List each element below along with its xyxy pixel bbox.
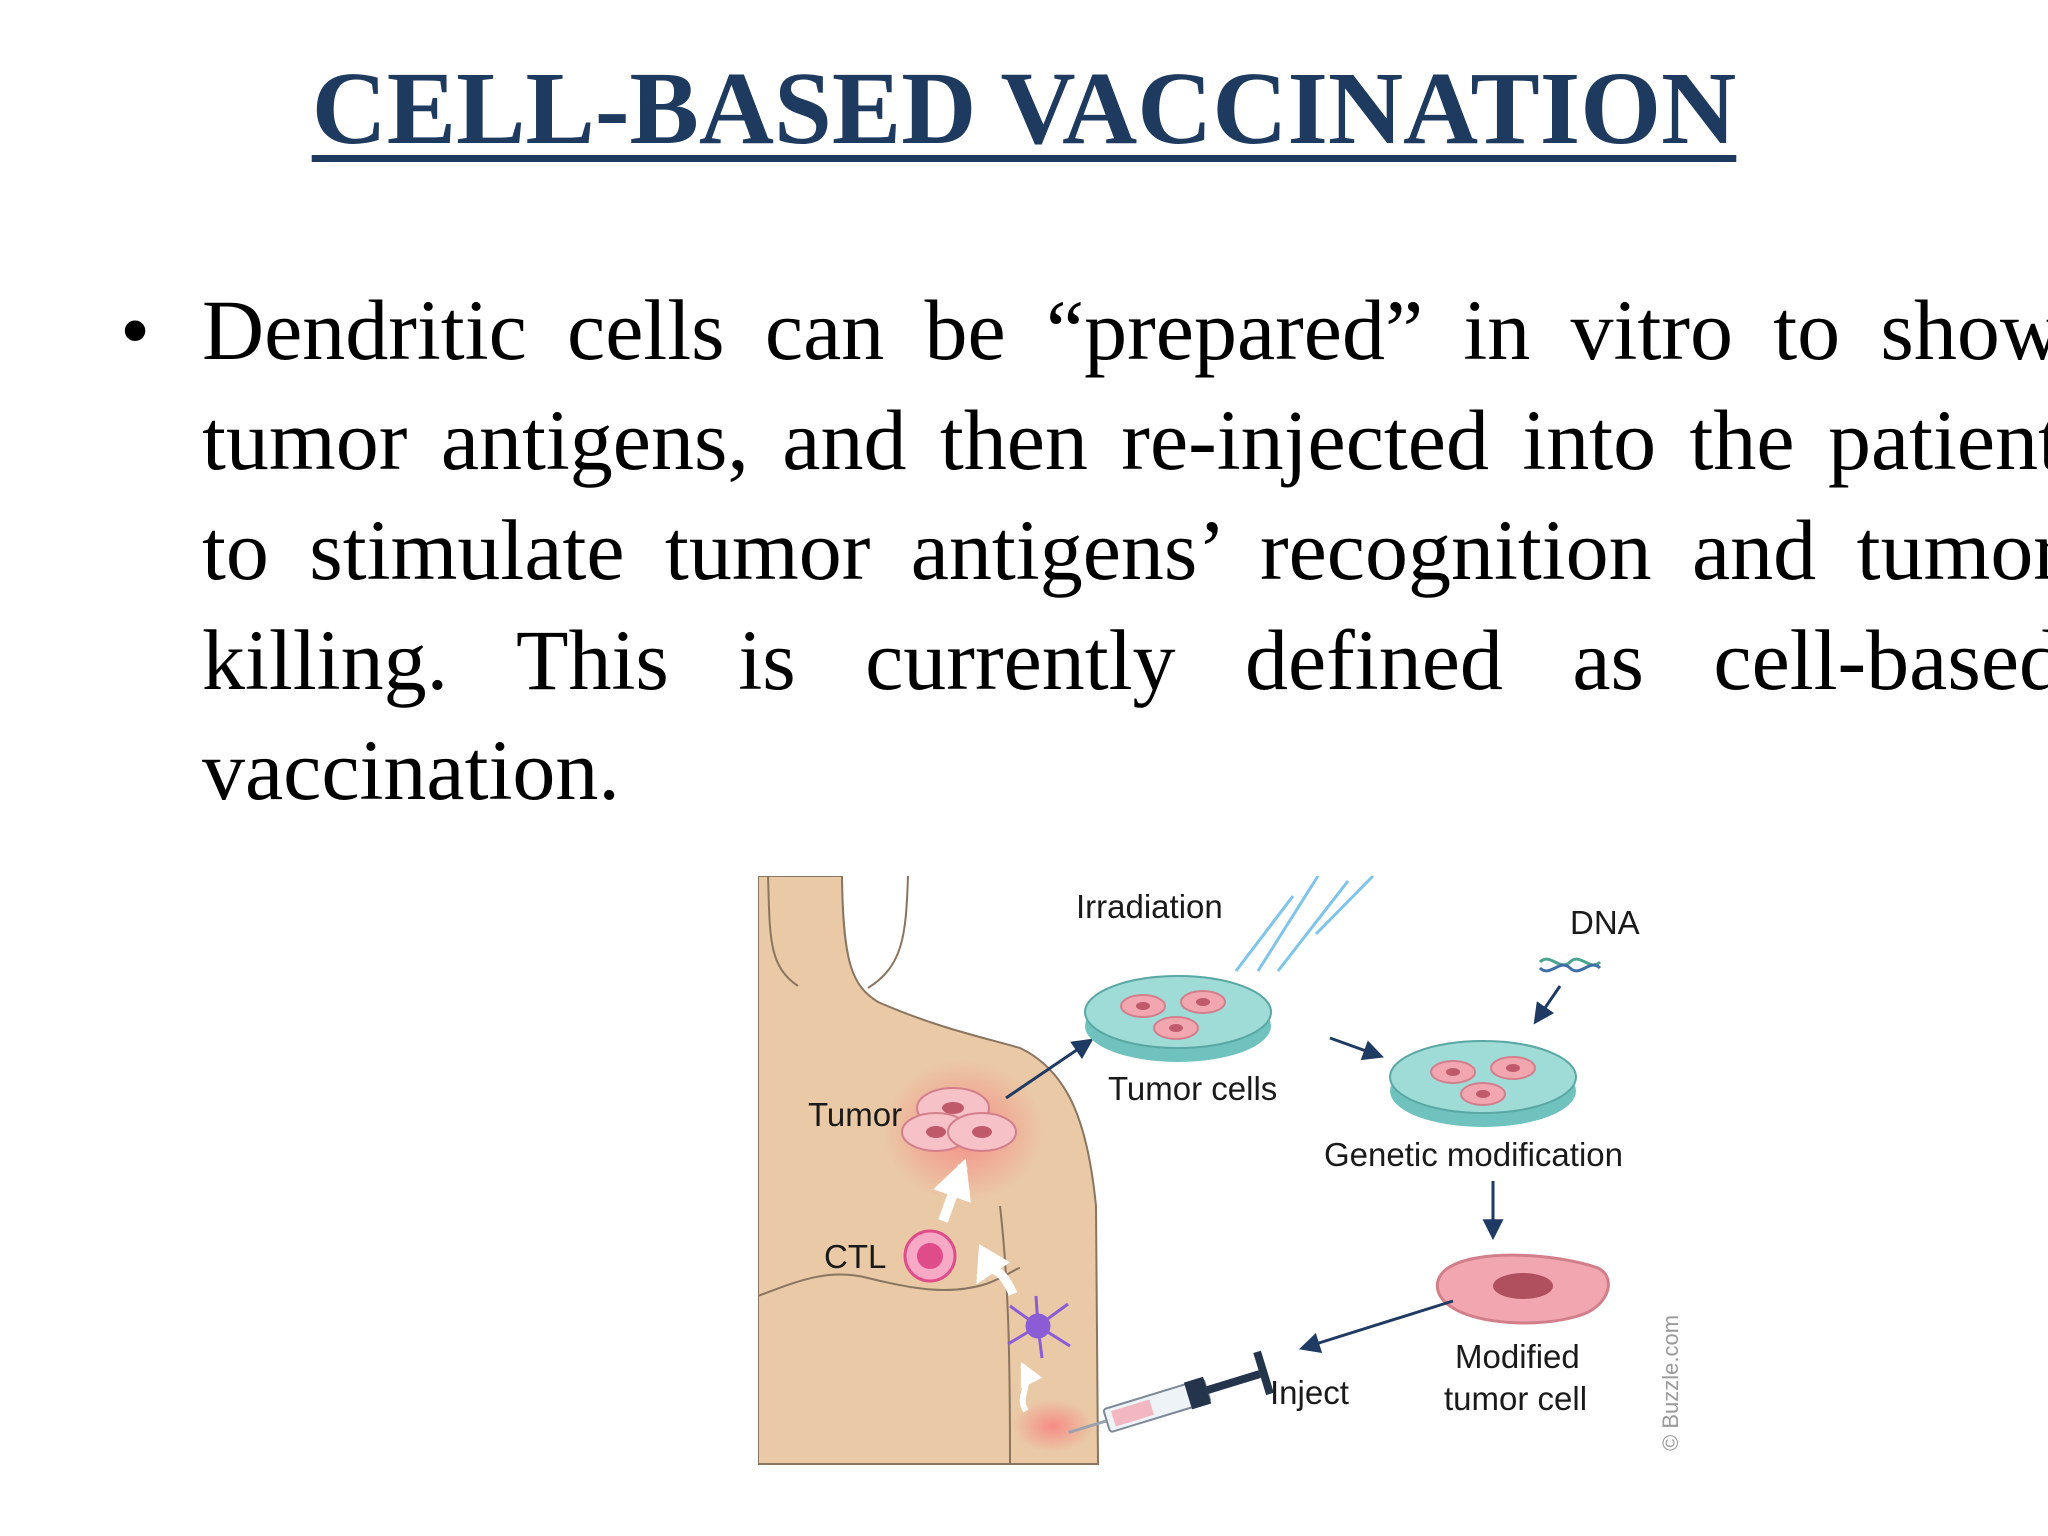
bullet-text: Dendritic cells can be “prepared” in vit… [202,282,2048,818]
modified-tumor-cell [1435,1253,1610,1325]
label-tumor: Tumor [808,1096,902,1133]
label-dna: DNA [1570,904,1640,941]
label-ctl: CTL [824,1238,886,1275]
label-tumor-cell: tumor cell [1444,1380,1587,1417]
dna-icon [1538,957,1602,973]
syringe-icon [1068,1350,1274,1434]
slide-title: CELL-BASED VACCINATION [0,51,2048,166]
arrow-dish-to-dish [1329,1036,1384,1061]
vaccination-diagram: Tumor CTL [758,876,1708,1466]
arrow-tumor-to-dish [1005,1038,1094,1100]
label-irradiation: Irradiation [1076,888,1223,925]
label-modified: Modified [1455,1338,1580,1375]
arrow-modified-to-syringe [1298,1299,1454,1353]
watermark-credit: © Buzzle.com [1658,1315,1683,1451]
label-tumor-cells: Tumor cells [1108,1070,1277,1107]
irradiation-rays [1234,876,1375,972]
slide-title-text: CELL-BASED VACCINATION [311,51,1737,166]
dendritic-to-ctl-arrow [976,1244,1018,1296]
tumor-cells-in-body [901,1087,1017,1152]
vaccination-diagram-svg: Tumor CTL [758,876,1683,1465]
ctl-to-tumor-arrow [933,1158,971,1223]
injection-site-glow [1013,1400,1093,1452]
tumor-cells-dish [1084,975,1272,1062]
label-inject: Inject [1270,1374,1349,1411]
label-genetic-modification: Genetic modification [1324,1136,1623,1173]
bullet-marker: • [120,282,151,378]
arrow-dna-to-dish [1533,985,1562,1025]
dendritic-cell [1007,1295,1071,1359]
injection-migration-arrow [1019,1361,1043,1413]
ctl-cell [903,1229,957,1283]
genetic-modification-dish [1389,1040,1577,1127]
